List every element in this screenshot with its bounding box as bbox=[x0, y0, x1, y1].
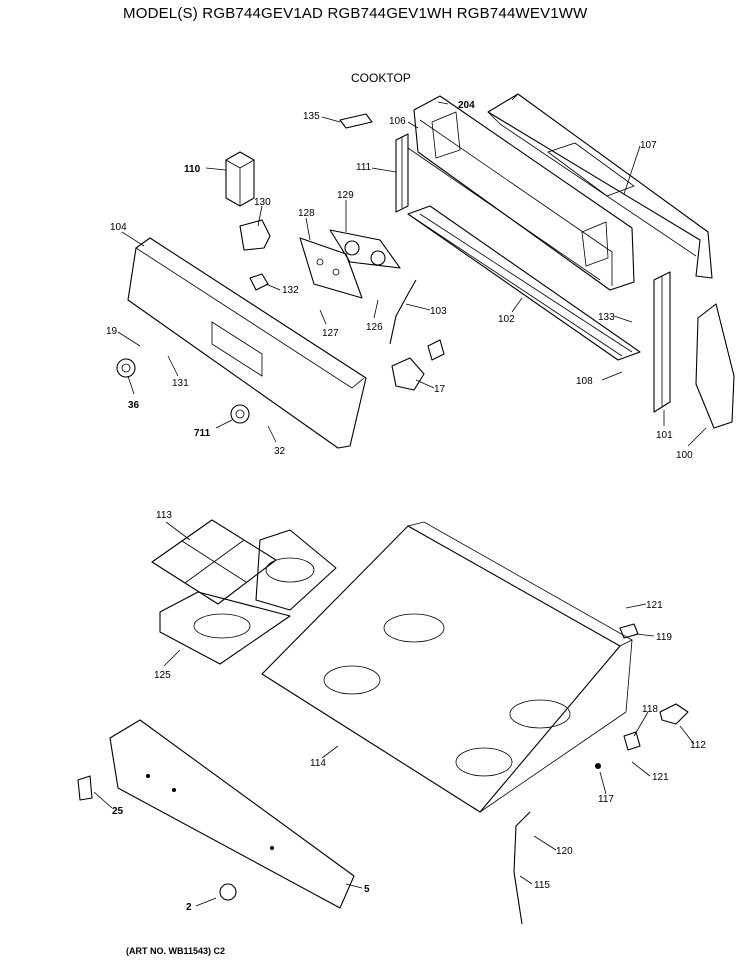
part-17-valve bbox=[391, 339, 445, 391]
callout-p101: 101 bbox=[656, 430, 673, 441]
callout-p711: 711 bbox=[194, 428, 211, 439]
callout-p102: 102 bbox=[498, 314, 515, 325]
callout-p132: 132 bbox=[282, 285, 299, 296]
callout-p115: 115 bbox=[534, 880, 550, 891]
callout-p126: 126 bbox=[366, 322, 383, 333]
callout-p5: 5 bbox=[364, 884, 370, 895]
part-111-bracket bbox=[395, 133, 409, 213]
part-104-control-panel bbox=[127, 237, 367, 449]
model-header: MODEL(S) RGB744GEV1AD RGB744GEV1WH RGB74… bbox=[123, 5, 588, 22]
part-132-clip bbox=[249, 273, 269, 291]
part-2-knob bbox=[219, 883, 237, 901]
part-112-part bbox=[659, 703, 689, 725]
part-129-switch bbox=[329, 229, 401, 269]
callout-p117: 117 bbox=[598, 794, 614, 805]
callout-p133: 133 bbox=[598, 312, 615, 323]
callout-p2: 2 bbox=[186, 902, 192, 913]
part-118-part bbox=[623, 731, 641, 751]
part-135-clip bbox=[339, 113, 373, 129]
callout-labels: 204 135 106 107 110 111 129 130 128 104 … bbox=[106, 100, 706, 913]
callout-p118: 118 bbox=[642, 704, 658, 715]
callout-p103: 103 bbox=[430, 306, 447, 317]
callout-p106: 106 bbox=[389, 116, 406, 127]
callout-p107: 107 bbox=[640, 140, 657, 151]
callout-p131: 131 bbox=[172, 378, 189, 389]
part-5-front-panel bbox=[109, 719, 355, 909]
art-number: (ART NO. WB11543) C2 bbox=[126, 946, 226, 956]
callout-p128: 128 bbox=[298, 208, 315, 219]
callout-p113: 113 bbox=[156, 510, 172, 521]
callout-p112: 112 bbox=[690, 740, 706, 751]
part-106-backguard bbox=[407, 95, 635, 291]
part-128-panel bbox=[299, 237, 363, 299]
part-100-side-trim bbox=[695, 303, 735, 429]
part-115-rod bbox=[513, 811, 531, 925]
callout-p17: 17 bbox=[434, 384, 446, 395]
part-25-part bbox=[77, 775, 93, 801]
part-107-backguard-top bbox=[487, 93, 713, 279]
callout-p108: 108 bbox=[576, 376, 593, 387]
part-102-rear-strip bbox=[407, 205, 641, 361]
callout-p130: 130 bbox=[254, 197, 271, 208]
part-117-nut bbox=[595, 763, 601, 769]
callout-p204: 204 bbox=[458, 100, 475, 111]
leader-lines bbox=[93, 101, 707, 907]
callout-p135: 135 bbox=[303, 111, 320, 122]
callout-p121b: 121 bbox=[652, 772, 669, 783]
callout-p110: 110 bbox=[184, 164, 201, 175]
part-103-tube bbox=[389, 279, 417, 345]
part-110-module bbox=[225, 151, 255, 207]
callout-p104: 104 bbox=[110, 222, 127, 233]
callout-p127: 127 bbox=[322, 328, 339, 339]
callout-p120: 120 bbox=[556, 846, 573, 857]
part-101-bracket bbox=[653, 271, 671, 413]
callout-p121a: 121 bbox=[646, 600, 663, 611]
callout-p114: 114 bbox=[310, 758, 326, 769]
callout-p32: 32 bbox=[274, 446, 286, 457]
part-36-knob bbox=[116, 358, 136, 378]
callout-p111: 111 bbox=[356, 162, 372, 173]
part-130-part bbox=[239, 219, 271, 251]
part-711-knob bbox=[230, 404, 250, 424]
callout-p119: 119 bbox=[656, 632, 672, 643]
callout-p125: 125 bbox=[154, 670, 171, 681]
callout-p25: 25 bbox=[112, 806, 124, 817]
callout-p19: 19 bbox=[106, 326, 118, 337]
callout-p36: 36 bbox=[128, 400, 140, 411]
part-125-drip-pans bbox=[159, 529, 337, 665]
section-title: COOKTOP bbox=[351, 71, 411, 85]
callout-p129: 129 bbox=[337, 190, 354, 201]
part-119-part bbox=[619, 623, 639, 639]
part-113-grate bbox=[151, 519, 277, 605]
part-114-cooktop bbox=[261, 521, 633, 813]
callout-p100: 100 bbox=[676, 450, 693, 461]
